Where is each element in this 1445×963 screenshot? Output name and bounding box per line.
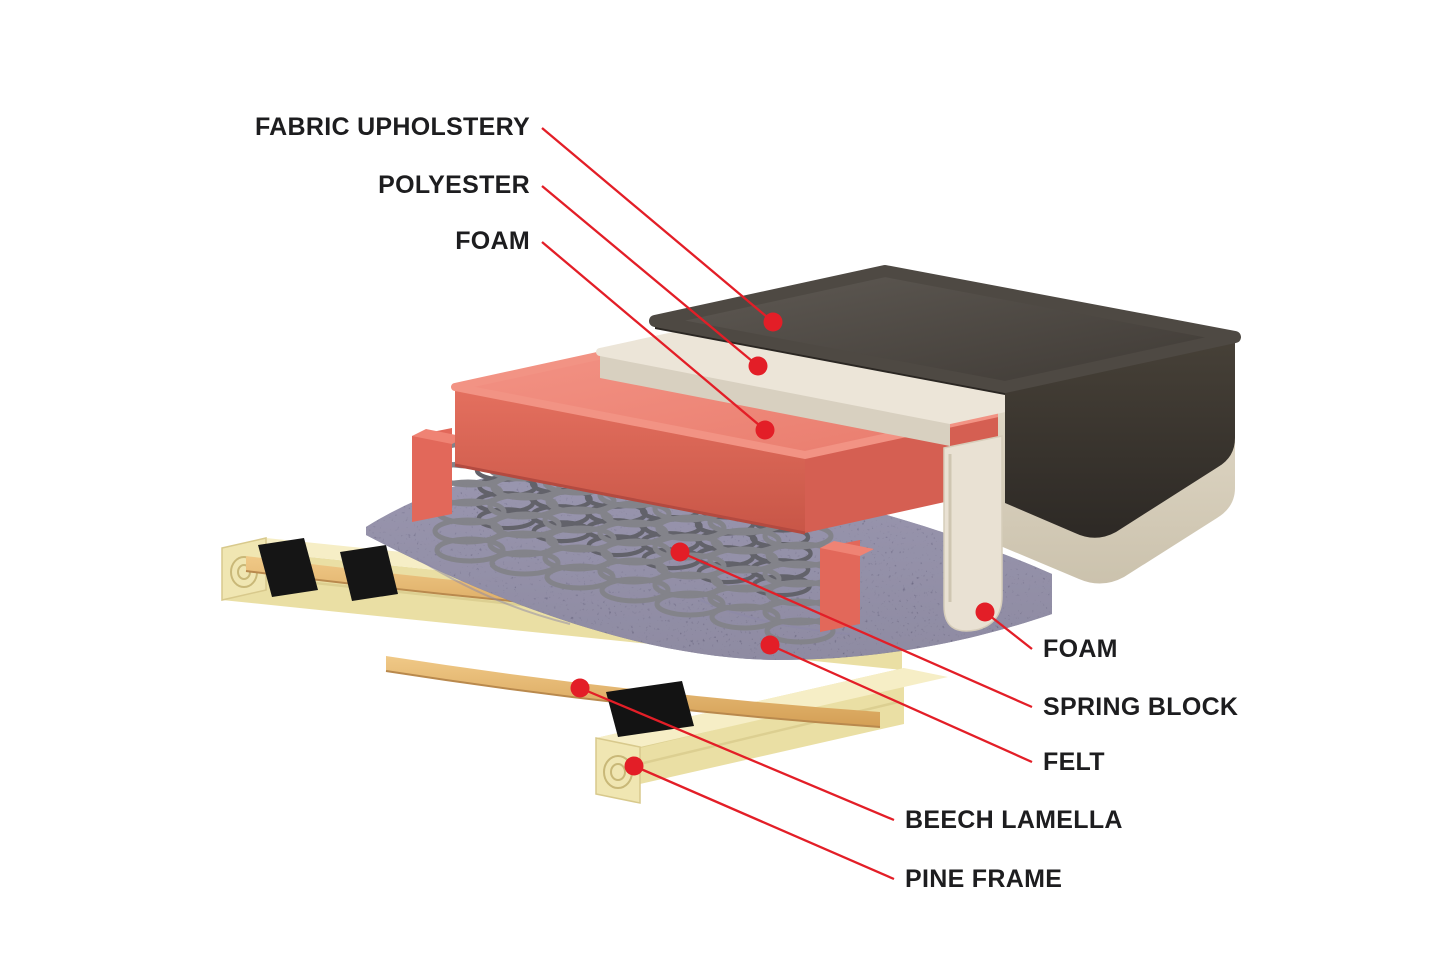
- dot-pine-frame: [624, 756, 644, 776]
- leader-felt: [769, 643, 1033, 764]
- leader-pine-frame: [633, 764, 895, 881]
- spring-block-right-end: [820, 540, 874, 632]
- label-foam-side: FOAM: [1043, 635, 1118, 663]
- leader-fabric-upholstery: [541, 127, 774, 323]
- leader-beech-lamella: [579, 686, 895, 822]
- leader-lines: [541, 127, 1033, 881]
- side-foam-piece: [943, 435, 1003, 632]
- spring-block-left-end: [412, 428, 466, 522]
- dot-spring-block: [670, 542, 690, 562]
- fabric-right-face: [1005, 337, 1235, 538]
- leader-spring-block: [679, 550, 1033, 709]
- spring-assembly: [412, 428, 874, 642]
- leader-polyester: [541, 185, 759, 367]
- fabric-top-face: [649, 265, 1241, 393]
- dot-felt: [760, 635, 780, 655]
- label-foam-top: FOAM: [455, 227, 530, 255]
- callout-dots: [570, 312, 995, 776]
- pine-front-rail-end: [595, 737, 641, 804]
- dot-foam-side: [975, 602, 995, 622]
- side-foam-face: [943, 435, 1003, 632]
- label-spring-block: SPRING BLOCK: [1043, 693, 1239, 721]
- dot-fabric-upholstery: [763, 312, 783, 332]
- slat-strap: [340, 545, 398, 601]
- slat-clip: [606, 681, 694, 737]
- label-polyester: POLYESTER: [378, 171, 530, 199]
- beech-lamella-front: [385, 656, 881, 737]
- dot-foam-top: [755, 420, 775, 440]
- label-beech-lamella: BEECH LAMELLA: [905, 806, 1123, 834]
- label-felt: FELT: [1043, 748, 1105, 776]
- fabric-layer: [649, 265, 1241, 538]
- pine-back-rail-end: [221, 537, 267, 601]
- foam-right-face: [805, 405, 1035, 533]
- label-fabric-upholstery: FABRIC UPHOLSTERY: [254, 113, 530, 141]
- label-pine-frame: PINE FRAME: [905, 865, 1063, 893]
- leader-foam-side: [984, 611, 1033, 650]
- slat-strap: [258, 538, 318, 597]
- dot-polyester: [748, 356, 768, 376]
- polyester-front-face: [600, 352, 950, 446]
- leader-foam-top: [541, 241, 766, 431]
- slat-straps: [258, 538, 398, 601]
- foam-front-face: [455, 387, 805, 533]
- dot-beech-lamella: [570, 678, 590, 698]
